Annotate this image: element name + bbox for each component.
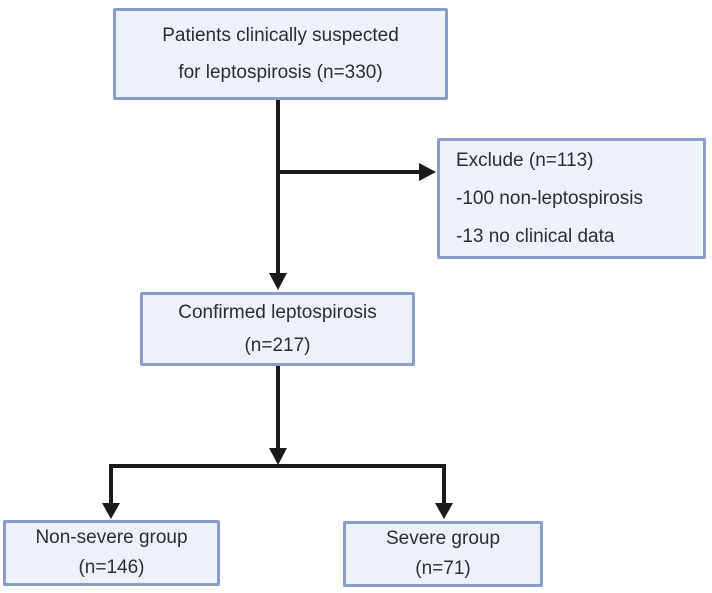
node-text-line: for leptospirosis (n=330) [178,62,383,83]
node-text-line: Non-severe group [35,527,188,548]
node-text-line: -13 no clinical data [456,225,615,247]
node-non-severe-group: Non-severe group (n=146) [3,520,220,586]
arrow-confirmed-to-split [269,366,287,465]
node-exclude: Exclude (n=113) -100 non-leptospirosis -… [437,138,706,259]
node-text-line: -100 non-leptospirosis [456,187,643,209]
node-confirmed: Confirmed leptospirosis (n=217) [140,292,415,366]
node-suspected-patients: Patients clinically suspected for leptos… [113,8,448,100]
arrowhead-to-nonsevere [102,503,120,519]
node-text-line: Confirmed leptospirosis [178,302,377,323]
node-text-line: Patients clinically suspected [162,25,399,46]
node-text-line: (n=71) [415,558,471,579]
node-text-line: Severe group [385,528,501,549]
node-text-line: (n=146) [78,557,145,578]
node-text-line: (n=217) [244,335,311,356]
arrow-branch-to-exclude [278,163,436,181]
split-connector [102,464,453,519]
arrowhead-to-severe [435,503,453,519]
arrow-suspected-to-confirmed [269,100,287,290]
node-severe-group: Severe group (n=71) [343,521,543,587]
node-text-line: Exclude (n=113) [456,149,594,171]
